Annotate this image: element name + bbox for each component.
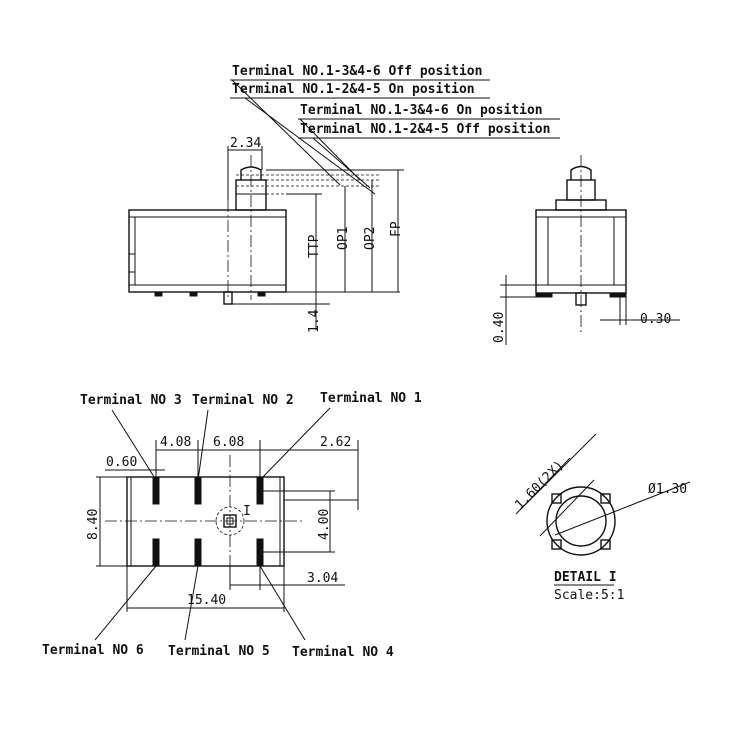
label-terminal-4: Terminal NO 4 — [292, 645, 394, 660]
dim-1540: 15.40 — [187, 593, 226, 608]
note-terminal-13-46-on: Terminal NO.1-3&4-6 On position — [300, 103, 543, 118]
position-notes: Terminal NO.1-3&4-6 Off position Termina… — [230, 64, 560, 195]
dim-detail-diagonal: 1.60(2X) — [512, 458, 567, 513]
dim-262: 2.62 — [320, 435, 351, 450]
dim-ttp: TTP — [307, 234, 322, 258]
dim-304: 3.04 — [307, 571, 338, 586]
detail-marker: I — [243, 504, 251, 519]
bottom-view: I Terminal NO 3 Terminal NO 2 Terminal N… — [42, 391, 422, 660]
detail-title: DETAIL I — [554, 570, 617, 585]
dim-plunger-width: 2.34 — [230, 136, 261, 151]
dim-pin-length: 1.4 — [307, 309, 322, 333]
dim-400: 4.00 — [317, 509, 332, 540]
dim-end-foot: 0.30 — [640, 312, 671, 327]
dim-840: 8.40 — [86, 509, 101, 540]
dim-fp: FP — [389, 221, 404, 237]
dim-060: 0.60 — [106, 455, 137, 470]
dim-op1: OP1 — [336, 227, 351, 250]
note-terminal-13-46-off: Terminal NO.1-3&4-6 Off position — [232, 64, 482, 79]
dim-detail-diameter: Ø1.30 — [648, 482, 687, 497]
label-terminal-3: Terminal NO 3 — [80, 393, 182, 408]
label-terminal-6: Terminal NO 6 — [42, 643, 144, 658]
label-terminal-1: Terminal NO 1 — [320, 391, 422, 406]
dim-op2: OP2 — [363, 227, 378, 250]
detail-scale: Scale:5:1 — [554, 588, 624, 603]
detail-view: 1.60(2X) Ø1.30 DETAIL I Scale:5:1 — [512, 433, 691, 603]
note-terminal-12-45-on: Terminal NO.1-2&4-5 On position — [232, 82, 475, 97]
dim-end-height: 0.40 — [492, 312, 507, 343]
dim-408: 4.08 — [160, 435, 191, 450]
label-terminal-5: Terminal NO 5 — [168, 644, 270, 659]
label-terminal-2: Terminal NO 2 — [192, 393, 294, 408]
note-terminal-12-45-off: Terminal NO.1-2&4-5 Off position — [300, 122, 550, 137]
side-view: 2.34 TTP OP1 OP2 FP 1.4 — [128, 136, 404, 333]
dim-608: 6.08 — [213, 435, 244, 450]
end-view: 0.40 0.30 — [492, 155, 680, 345]
